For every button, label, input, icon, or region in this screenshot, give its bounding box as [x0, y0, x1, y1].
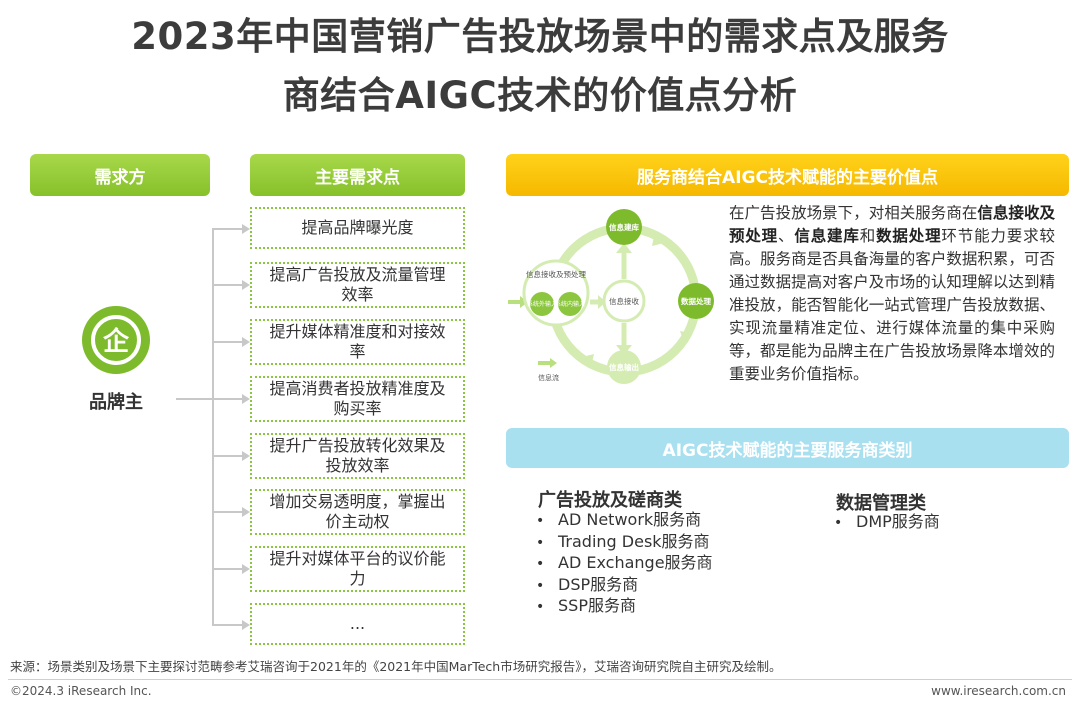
category-title: 数据管理类	[836, 493, 926, 514]
connector-branch	[212, 568, 244, 570]
arrow-head	[242, 280, 250, 290]
diagram-left-title: 信息接收及预处理	[526, 269, 586, 279]
need-item: 提高广告投放及流量管理效率	[250, 262, 465, 308]
value-description: 在广告投放场景下，对相关服务商在信息接收及预处理、信息建库和数据处理环节能力要求…	[729, 204, 1055, 383]
list-item: AD Exchange服务商	[536, 553, 713, 575]
list-item: SSP服务商	[536, 596, 713, 618]
need-item: 提升媒体精准度和对接效率	[250, 319, 465, 365]
need-item: ...	[250, 603, 465, 645]
arrow-head	[242, 620, 250, 630]
category-title: 广告投放及磋商类	[538, 490, 682, 511]
connector-branch	[212, 455, 244, 457]
list-item: DMP服务商	[834, 512, 940, 534]
diagram-center: 信息接收	[609, 296, 639, 306]
arrow-head	[242, 451, 250, 461]
arrow-head	[242, 337, 250, 347]
connector-branch	[212, 624, 244, 626]
arrow-head	[242, 224, 250, 234]
source-note: 来源：场景类别及场景下主要探讨范畴参考艾瑞咨询于2021年的《2021年中国Ma…	[10, 659, 782, 674]
need-item: 提高品牌曝光度	[250, 207, 465, 249]
diagram-bottom: 信息输出	[609, 362, 639, 372]
value-points-header: 服务商结合AIGC技术赋能的主要价值点	[506, 154, 1069, 196]
info-flow-diagram: 信息接收及预处理 系统外输入 系统内输入 信息建库 数据处理 信息输出 信息接收…	[504, 205, 722, 385]
connector-branch	[212, 284, 244, 286]
connector-branch	[212, 511, 244, 513]
list-item: AD Network服务商	[536, 510, 713, 532]
diagram-legend: 信息流	[538, 373, 559, 382]
category-list: DMP服务商	[834, 512, 940, 534]
brand-label: 品牌主	[89, 392, 143, 413]
diagram-top: 信息建库	[609, 222, 639, 232]
need-item: 增加交易透明度，掌握出价主动权	[250, 489, 465, 535]
website-link[interactable]: www.iresearch.com.cn	[931, 684, 1066, 698]
category-list: AD Network服务商 Trading Desk服务商 AD Exchang…	[536, 510, 713, 618]
brand-icon-char: 企	[103, 326, 130, 357]
diagram-left-b: 系统内输入	[555, 300, 585, 308]
page-title-line-1: 2023年中国营销广告投放场景中的需求点及服务	[131, 15, 949, 58]
diagram-left-a: 系统外输入	[527, 300, 557, 308]
main-needs-header: 主要需求点	[250, 154, 465, 196]
need-item: 提升对媒体平台的议价能力	[250, 546, 465, 592]
diagram-right: 数据处理	[681, 296, 711, 306]
connector-horizontal	[176, 398, 212, 400]
connector-branch	[212, 398, 244, 400]
demand-side-header: 需求方	[30, 154, 210, 196]
need-item: 提升广告投放转化效果及投放效率	[250, 433, 465, 479]
list-item: Trading Desk服务商	[536, 532, 713, 554]
page-title-line-2: 商结合AIGC技术的价值点分析	[282, 74, 798, 117]
list-item: DSP服务商	[536, 575, 713, 597]
need-item: 提高消费者投放精准度及购买率	[250, 376, 465, 422]
brand-icon: 企	[82, 306, 150, 374]
arrow-head	[242, 564, 250, 574]
connector-vertical	[212, 228, 214, 625]
footer-divider	[8, 679, 1072, 680]
provider-types-header: AIGC技术赋能的主要服务商类别	[506, 428, 1069, 468]
arrow-head	[242, 507, 250, 517]
copyright: ©2024.3 iResearch Inc.	[10, 684, 152, 698]
connector-branch	[212, 341, 244, 343]
arrow-head	[242, 394, 250, 404]
connector-branch	[212, 228, 244, 230]
